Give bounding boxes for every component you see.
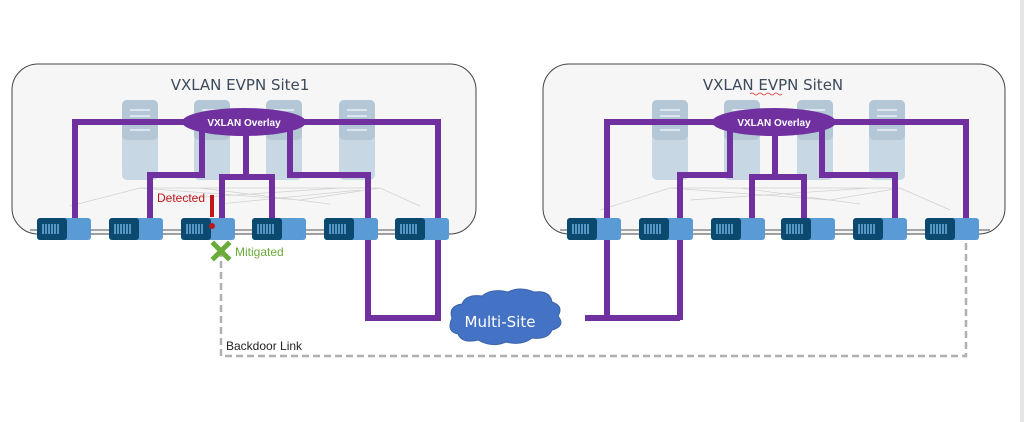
- leaf-switch: [638, 217, 694, 241]
- site1-title: VXLAN EVPN Site1: [171, 76, 310, 94]
- site1-underlay-mesh: [69, 187, 421, 207]
- leaf-switch: [852, 217, 908, 241]
- siteN-vxlan-overlay: VXLAN Overlay: [712, 108, 836, 136]
- leaf-switch: [394, 217, 450, 241]
- leaf-switch: [566, 217, 622, 241]
- leaf-switch: [108, 217, 164, 241]
- site1-vxlan-overlay: VXLAN Overlay: [182, 108, 306, 136]
- detected-label: Detected: [157, 191, 205, 205]
- leaf-switch: [323, 217, 379, 241]
- leaf-switch: [924, 217, 980, 241]
- right-edge-border: [1020, 0, 1024, 422]
- leaf-switch: [251, 217, 307, 241]
- spellcheck-underline: [749, 92, 783, 96]
- siteN-overlay-label: VXLAN Overlay: [737, 118, 811, 129]
- backdoor-link-label: Backdoor Link: [226, 339, 303, 353]
- leaf-switch: [36, 217, 92, 241]
- spine-switch: [868, 99, 906, 181]
- leaf-switch: [780, 217, 836, 241]
- site1-overlay-label: VXLAN Overlay: [207, 118, 281, 129]
- siteN-title: VXLAN EVPN SiteN: [703, 76, 843, 94]
- leaf-switch: [710, 217, 766, 241]
- multisite-cloud: Multi-Site: [449, 288, 562, 346]
- spine-switch: [338, 99, 376, 181]
- mitigated-x-icon: [210, 240, 232, 262]
- spine-switch: [651, 99, 689, 181]
- spine-switch: [121, 99, 159, 181]
- alert-icon: [209, 195, 215, 229]
- leaf-switch: [180, 217, 236, 241]
- mitigated-label: Mitigated: [235, 245, 284, 259]
- backdoor-link: [219, 240, 968, 358]
- siteN-underlay-mesh: [599, 187, 951, 211]
- multisite-label: Multi-Site: [465, 313, 536, 331]
